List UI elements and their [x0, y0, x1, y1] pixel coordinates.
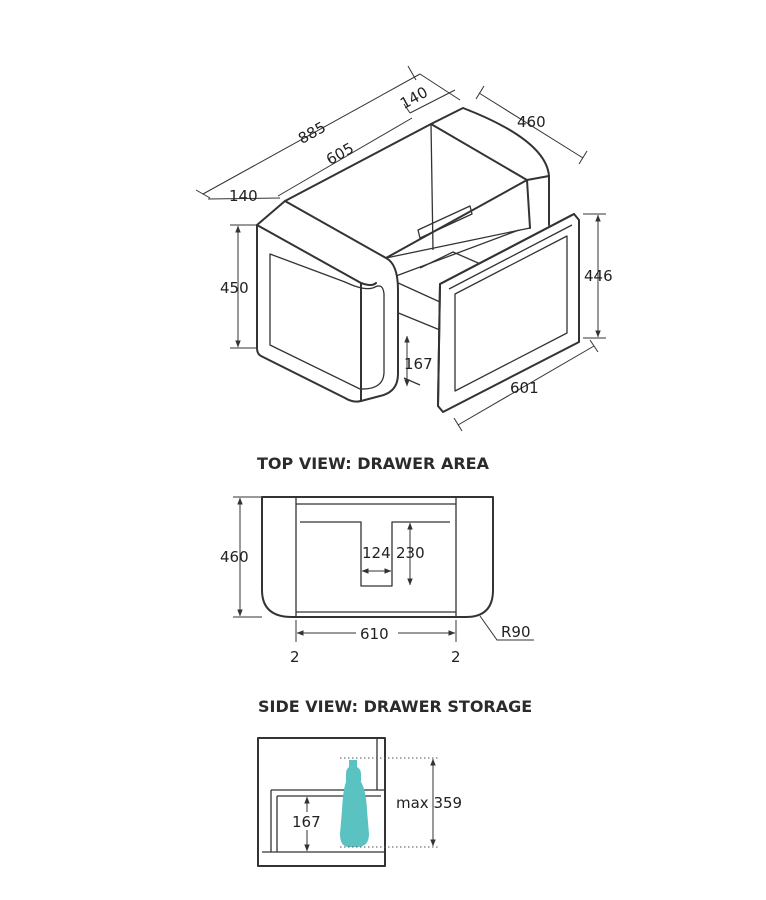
- side-view-heading: SIDE VIEW: DRAWER STORAGE: [258, 697, 532, 716]
- top-dim-gap-left: 2: [290, 648, 300, 666]
- dim-drawer-width: 601: [510, 379, 539, 397]
- side-view-labels: 167 max 359: [290, 794, 462, 831]
- side-dim-max-height: max 359: [396, 794, 462, 812]
- bottle-icon: [340, 760, 369, 847]
- dim-depth: 460: [517, 113, 546, 131]
- top-view-cutout: [300, 521, 450, 587]
- top-dim-gap-right: 2: [451, 648, 461, 666]
- iso-dimension-lines: [195, 65, 606, 432]
- top-dim-cutout-depth: 230: [396, 544, 425, 562]
- top-view: [233, 496, 534, 642]
- left-module: [256, 200, 399, 403]
- top-dim-cutout-width: 124: [362, 544, 391, 562]
- isometric-view: 885 140 605 140 460 450 446 167 601: [195, 65, 613, 432]
- dim-left-module: 140: [229, 187, 258, 205]
- top-dim-depth: 460: [220, 548, 249, 566]
- dim-height: 450: [220, 279, 249, 297]
- dim-right-module: 140: [397, 83, 431, 113]
- dim-drawer-inner-height: 167: [404, 355, 433, 373]
- dim-drawer-height: 446: [584, 267, 613, 285]
- iso-dimension-labels: 885 140 605 140 460 450 446 167 601: [220, 83, 613, 397]
- top-view-heading: TOP VIEW: DRAWER AREA: [257, 454, 490, 473]
- top-dim-radius: R90: [501, 623, 531, 641]
- side-dim-inner-height: 167: [292, 813, 321, 831]
- dim-centre-width: 605: [323, 139, 357, 169]
- drawer-front: [437, 213, 580, 413]
- top-dim-drawer-width: 610: [360, 625, 389, 643]
- top-view-labels: 460 124 230 610 2 2 R90: [220, 544, 531, 666]
- dim-overall-width: 885: [295, 118, 329, 148]
